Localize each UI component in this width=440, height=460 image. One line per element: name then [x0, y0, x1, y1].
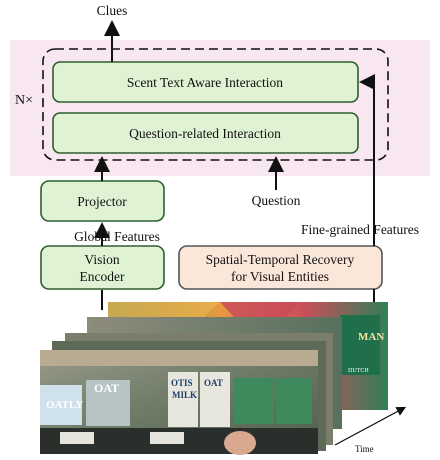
scene-text-interaction-label: Scent Text Aware Interaction — [127, 75, 283, 90]
front-frame-text-2: OATLY — [46, 399, 83, 411]
back-frame-text-2: DUTCH — [348, 368, 369, 374]
question-interaction-box — [52, 112, 359, 154]
front-frame-text-3: OTIS — [171, 378, 193, 388]
scene-text-interaction-box — [52, 61, 359, 103]
front-frame-text-1: OAT — [94, 381, 119, 395]
spatial-temporal-label-line1: Spatial-Temporal Recovery — [206, 252, 355, 267]
back-frame-text-1: MAN — [358, 331, 384, 343]
video-frame-front: OAT OATLY OTIS OAT MILK — [40, 350, 318, 455]
clues-label: Clues — [97, 3, 128, 18]
projector-label: Projector — [77, 194, 127, 209]
time-label: Time — [355, 444, 374, 454]
global-features-label: Global Features — [74, 229, 160, 244]
spatial-temporal-recovery-box — [178, 245, 383, 290]
vision-encoder-label-line1: Vision — [84, 252, 119, 267]
front-frame-text-5: MILK — [172, 390, 197, 400]
time-arrow — [334, 406, 407, 446]
question-interaction-label: Question-related Interaction — [129, 126, 281, 141]
video-frames-stack: MAN DUTCH OAT OATLY OTIS OAT MILK — [40, 302, 388, 455]
fine-grained-features-label: Fine-grained Features — [301, 222, 419, 237]
question-label: Question — [252, 193, 301, 208]
fine-grained-arrow — [359, 74, 375, 246]
repeat-region — [10, 40, 430, 176]
repeat-label: N× — [15, 93, 33, 108]
repeat-dashed-border — [42, 48, 389, 161]
spatial-temporal-label-line2: for Visual Entities — [231, 269, 329, 284]
vision-encoder-label-line2: Encoder — [80, 269, 125, 284]
front-frame-text-4: OAT — [204, 378, 223, 388]
